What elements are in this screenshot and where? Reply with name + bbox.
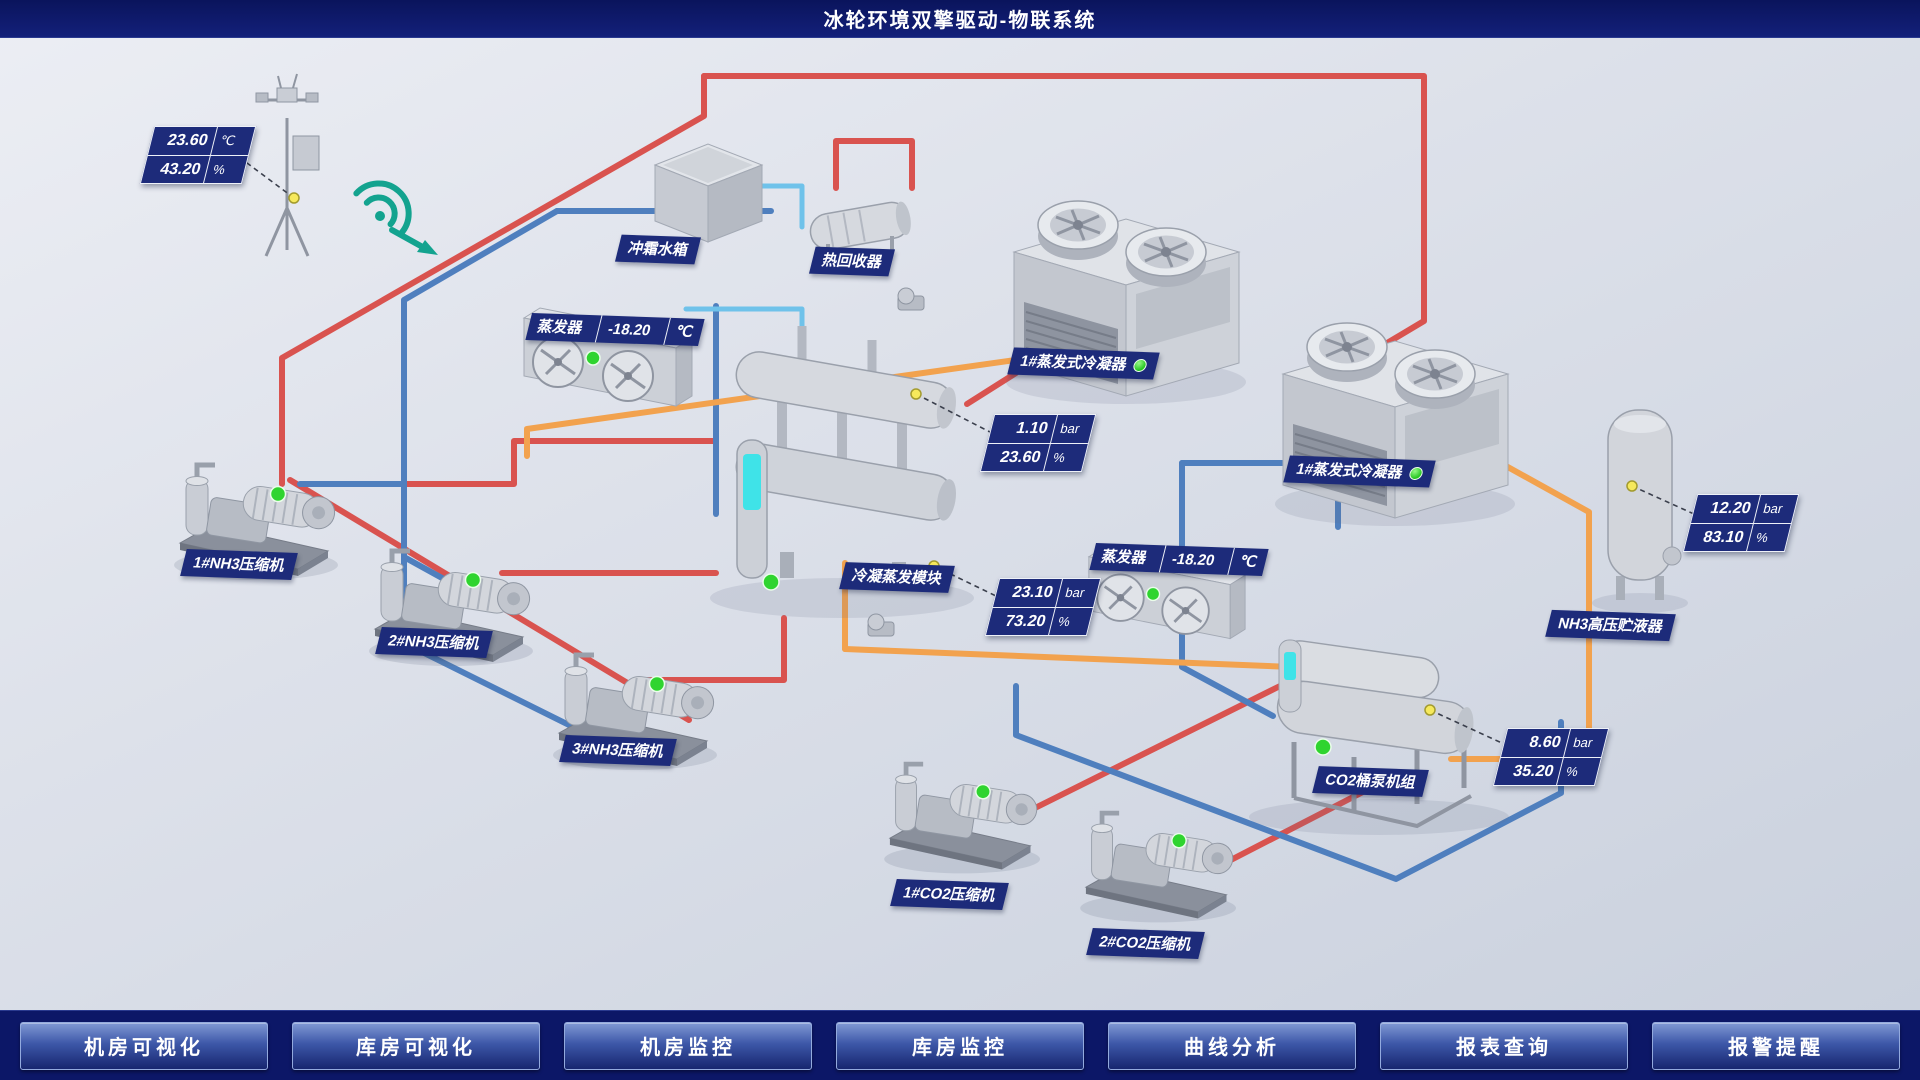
evap-condenser-1-label: 1#蒸发式冷凝器 <box>1007 347 1160 380</box>
heat-recovery-label: 热回收器 <box>808 246 896 277</box>
cond-evap-module-label: 冷凝蒸发模块 <box>839 562 955 593</box>
nav-machine-room-monitor[interactable]: 机房监控 <box>564 1021 812 1070</box>
title-bar: 冰轮环境双擎驱动-物联系统 <box>0 0 1920 38</box>
weather-humidity-unit: % <box>202 155 248 184</box>
nav-report-query[interactable]: 报表查询 <box>1380 1021 1628 1070</box>
status-dot-co2-unit <box>1314 738 1332 756</box>
nh3-compressor-2-label: 2#NH3压缩机 <box>375 627 493 658</box>
nh3-receiver-label: NH3高压贮液器 <box>1545 609 1676 642</box>
arrow-icon <box>417 240 438 255</box>
co2-barrel-pump-unit[interactable] <box>1249 638 1509 835</box>
nav-alarm-alert[interactable]: 报警提醒 <box>1652 1021 1900 1070</box>
heat-recovery-unit[interactable] <box>808 199 914 258</box>
nav-warehouse-monitor[interactable]: 库房监控 <box>836 1021 1084 1070</box>
pump-small-2 <box>867 613 895 637</box>
nh3-high-pressure-receiver[interactable] <box>1592 409 1688 613</box>
status-dot-condenser-2 <box>1407 466 1424 481</box>
co2-compressor-2-label: 2#CO2压缩机 <box>1086 928 1205 959</box>
liquid-level-indicator <box>743 454 761 510</box>
evaporative-condenser-2[interactable] <box>1273 321 1517 528</box>
weather-station[interactable] <box>255 73 320 257</box>
weather-humidity-value: 43.20 <box>158 160 203 178</box>
co2-pump-unit-label: CO2桶泵机组 <box>1312 766 1429 797</box>
frost-tank-label: 冲霜水箱 <box>614 234 702 265</box>
weather-temp-unit: ℃ <box>210 127 256 155</box>
defrost-water-tank[interactable] <box>653 143 764 243</box>
nh3-compressor-1-label: 1#NH3压缩机 <box>180 549 298 580</box>
nav-machine-room-visual[interactable]: 机房可视化 <box>20 1021 268 1070</box>
liquid-level-indicator <box>1284 652 1296 680</box>
page-title: 冰轮环境双擎驱动-物联系统 <box>823 10 1097 32</box>
bottom-nav-bar: 机房可视化 库房可视化 机房监控 库房监控 曲线分析 报表查询 报警提醒 <box>0 1010 1920 1080</box>
weather-gauge: 23.60℃ 43.20% <box>139 126 257 185</box>
wifi-icon <box>353 180 438 255</box>
co2-compressor-2[interactable] <box>1080 813 1236 922</box>
nh3-compressor-3-label: 3#NH3压缩机 <box>559 735 677 766</box>
nav-warehouse-visual[interactable]: 库房可视化 <box>292 1021 540 1070</box>
co2-compressor-1-label: 1#CO2压缩机 <box>890 879 1009 910</box>
co2-compressor-1[interactable] <box>884 764 1040 873</box>
status-dot-module <box>762 573 780 591</box>
evap-condenser-2-label: 1#蒸发式冷凝器 <box>1283 455 1436 488</box>
leader-lines <box>242 159 1695 745</box>
weather-temp-value: 23.60 <box>165 132 210 149</box>
pump-small-1 <box>897 287 925 311</box>
status-dot-condenser-1 <box>1131 358 1148 373</box>
nav-curve-analysis[interactable]: 曲线分析 <box>1108 1021 1356 1070</box>
